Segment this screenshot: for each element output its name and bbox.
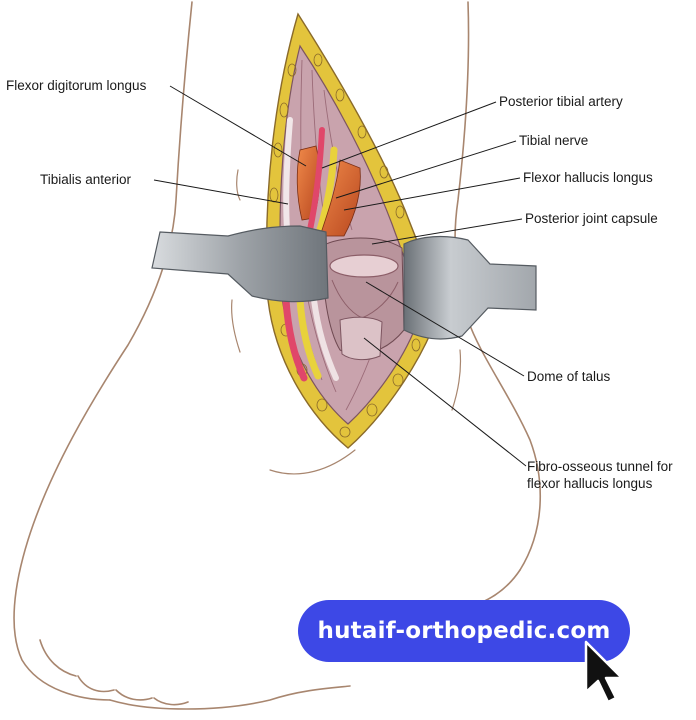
label-tibial-nerve: Tibial nerve: [519, 133, 589, 148]
fhl-tunnel: [339, 316, 383, 361]
left-retractor: [151, 225, 329, 303]
right-retractor: [403, 235, 537, 340]
fhl-muscle: [319, 159, 361, 237]
leader-lines: [153, 85, 527, 467]
leader-pjc: [371, 218, 523, 245]
toe-outline: [39, 639, 189, 706]
leg-outline-left: [13, 1, 193, 701]
ankle-contour: [269, 449, 356, 475]
label-posterior-tibial-artery: Posterior tibial artery: [499, 94, 623, 109]
label-tibialis-anterior: Tibialis anterior: [40, 172, 132, 187]
label-dome-of-talus: Dome of talus: [527, 369, 611, 384]
leader-fhl: [343, 177, 521, 211]
leg-outline: [13, 1, 542, 710]
sole-outline: [109, 685, 351, 710]
leader-pta: [321, 101, 497, 169]
label-flexor-digitorum-longus: Flexor digitorum longus: [6, 78, 147, 93]
label-fibro-osseous-tunnel: Fibro-osseous tunnel for flexor hallucis…: [527, 459, 673, 491]
leader-tunnel: [363, 337, 527, 467]
leader-ta: [153, 179, 289, 205]
nerve-lower: [296, 296, 322, 380]
label-flexor-hallucis-longus: Flexor hallucis longus: [523, 170, 653, 185]
retractors: [151, 225, 537, 340]
leader-fdl: [169, 85, 307, 167]
skin-crease: [231, 169, 462, 411]
arrow-cursor-icon: [584, 640, 624, 704]
website-badge-button[interactable]: hutaif-orthopedic.com: [298, 600, 630, 662]
leader-dome: [365, 281, 525, 377]
surgical-incision: [265, 12, 435, 449]
talus-dome: [329, 254, 399, 278]
leader-tn: [335, 140, 517, 199]
label-posterior-joint-capsule: Posterior joint capsule: [525, 211, 658, 226]
artery-lower: [282, 296, 308, 382]
tendon-lower: [311, 297, 339, 381]
artery-upper: [307, 127, 325, 233]
nerve-upper: [314, 146, 338, 240]
